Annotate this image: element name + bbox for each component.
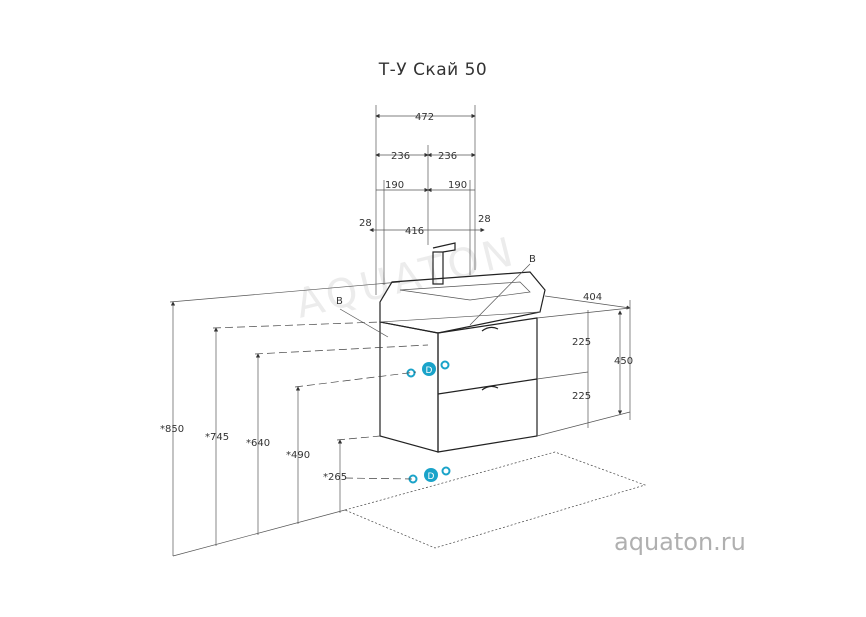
dim-drawer-bottom: 225 xyxy=(572,391,591,402)
connection-lower-right xyxy=(441,466,451,476)
top-dimensions xyxy=(369,105,485,295)
b-left-leader xyxy=(339,308,389,338)
faucet xyxy=(432,242,456,285)
faucet-lever xyxy=(432,242,456,253)
b-left-label: B xyxy=(336,296,343,307)
dim-edge-left: 28 xyxy=(359,218,372,229)
cabinet-side xyxy=(379,321,439,453)
dim-offset-right: 190 xyxy=(448,180,467,191)
washbasin xyxy=(379,271,546,334)
cabinet xyxy=(379,317,538,453)
floor-outline xyxy=(343,451,647,549)
dim-height-265: *265 xyxy=(323,472,347,483)
cabinet-front xyxy=(437,317,538,453)
basin-bowl xyxy=(399,281,531,301)
connection-point-right xyxy=(440,360,450,370)
dim-height-745: *745 xyxy=(205,432,229,443)
dim-cabinet-height: 450 xyxy=(614,356,633,367)
drawer-handle-top xyxy=(481,326,499,332)
connection-d-lower xyxy=(424,468,438,482)
dim-offset-left: 190 xyxy=(385,180,404,191)
dim-height-850: *850 xyxy=(160,424,184,435)
wall-top-line xyxy=(169,281,401,303)
d-lower-label: D xyxy=(428,472,435,482)
dim-depth: 404 xyxy=(583,292,602,303)
dim-half-right: 236 xyxy=(438,151,457,162)
b-upper-label: B xyxy=(529,254,536,265)
dim-drawer-top: 225 xyxy=(572,337,591,348)
b-upper-leader xyxy=(469,263,531,326)
dim-height-490: *490 xyxy=(286,450,310,461)
drawing-title: Т-У Скай 50 xyxy=(378,60,488,80)
dim-edge-right: 28 xyxy=(478,214,491,225)
right-dimensions xyxy=(536,295,631,437)
basin-edge xyxy=(379,311,541,323)
site-url[interactable]: aquaton.ru xyxy=(614,528,746,556)
dim-inner-width: 416 xyxy=(405,226,424,237)
d-upper-label: D xyxy=(426,366,433,376)
watermark: AQUATON xyxy=(291,229,521,328)
dim-half-left: 236 xyxy=(391,151,410,162)
faucet-body xyxy=(432,251,444,285)
basin-body xyxy=(379,271,546,334)
connection-d-upper xyxy=(422,362,436,376)
dim-total-width: 472 xyxy=(415,112,434,123)
connections: D D xyxy=(406,360,451,484)
dim-height-640: *640 xyxy=(246,438,270,449)
height-dimensions xyxy=(170,301,429,557)
drawer-handle-bottom xyxy=(481,385,499,391)
